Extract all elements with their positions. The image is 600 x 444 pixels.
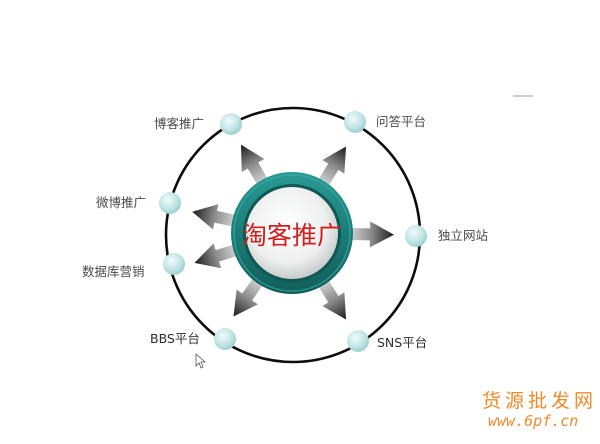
hub-title: 淘客推广	[241, 221, 342, 250]
arrow-site	[343, 221, 394, 248]
node-weibo	[159, 192, 181, 214]
node-blog	[220, 113, 242, 135]
label-db: 数据库营销	[82, 264, 145, 279]
label-blog: 博客推广	[154, 116, 205, 131]
hub-center	[246, 187, 338, 279]
arrow-db	[194, 242, 245, 269]
node-db	[163, 253, 185, 275]
label-weibo: 微博推广	[96, 195, 147, 210]
watermark-url: www.6pf.cn	[488, 412, 579, 430]
watermark-name: 货源批发网	[482, 390, 598, 412]
label-site: 独立网站	[438, 228, 489, 243]
decorative-line	[513, 95, 533, 97]
arrow-weibo	[192, 204, 243, 230]
label-qa: 问答平台	[376, 114, 427, 129]
node-bbs	[214, 328, 236, 350]
node-site	[405, 225, 427, 247]
mouse-cursor-icon	[195, 353, 207, 369]
node-qa	[344, 111, 366, 133]
node-sns	[347, 330, 369, 352]
label-sns: SNS平台	[377, 335, 428, 350]
label-bbs: BBS平台	[150, 331, 200, 346]
